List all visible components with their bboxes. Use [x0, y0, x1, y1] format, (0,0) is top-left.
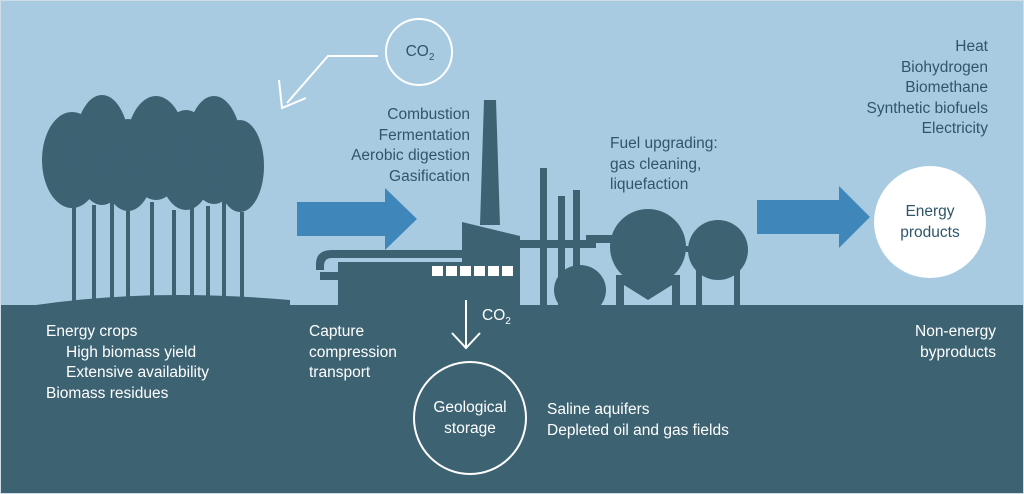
geological-storage-label: Geological storage — [420, 398, 520, 439]
output-item: Biomethane — [905, 79, 988, 96]
feedstock-sub-item: High biomass yield — [66, 343, 197, 361]
capture-step: transport — [309, 364, 371, 381]
co2-down-arrow-head — [451, 332, 481, 350]
fuel-upgrading: Fuel upgrading: gas cleaning, liquefacti… — [610, 134, 718, 196]
non-energy-byproducts: Non-energy byproducts — [860, 322, 996, 363]
capture-step: compression — [309, 343, 397, 361]
energy-outputs: Heat Biohydrogen Biomethane Synthetic bi… — [820, 37, 989, 140]
storage-site: Saline aquifers — [547, 401, 650, 418]
capture-steps: Capture compression transport — [309, 322, 397, 384]
output-item: Electricity — [921, 120, 988, 137]
ground-background — [0, 305, 1024, 494]
geological-storage-line: storage — [444, 419, 496, 437]
feedstock-list: Energy crops High biomass yield Extensiv… — [46, 322, 209, 404]
conversion-processes: Combustion Fermentation Aerobic digestio… — [300, 105, 470, 187]
co2-top-main: CO — [405, 43, 429, 60]
fuel-upgrading-line: gas cleaning, — [610, 155, 702, 173]
geological-storage-circle — [413, 361, 527, 475]
energy-products-line: products — [900, 223, 960, 241]
geological-storage-line: Geological — [433, 399, 507, 416]
energy-products-line: Energy — [905, 203, 955, 220]
process-item: Gasification — [389, 167, 470, 185]
byproducts-line: byproducts — [920, 343, 996, 361]
co2-return-arrow-head — [278, 79, 307, 110]
co2-down-label: CO2 — [482, 306, 511, 333]
process-item: Combustion — [387, 106, 470, 123]
feedstock-residues: Biomass residues — [46, 384, 169, 402]
co2-top-label: CO2 — [392, 42, 448, 69]
process-item: Aerobic digestion — [351, 147, 470, 164]
output-item: Biohydrogen — [900, 58, 988, 76]
energy-products-label: Energy products — [880, 202, 980, 243]
bioenergy-plant — [316, 100, 748, 315]
storage-site: Depleted oil and gas fields — [547, 421, 729, 439]
input-arrow — [297, 188, 417, 250]
output-item: Synthetic biofuels — [866, 99, 989, 117]
capture-step: Capture — [309, 323, 365, 340]
process-item: Fermentation — [378, 126, 470, 144]
byproducts-line: Non-energy — [915, 323, 996, 340]
feedstock-sub-item: Extensive availability — [66, 364, 210, 381]
output-arrow — [757, 186, 870, 248]
co2-down-sub: 2 — [505, 316, 511, 328]
co2-return-arrow — [286, 55, 378, 104]
output-item: Heat — [955, 38, 988, 55]
feedstock-heading: Energy crops — [46, 323, 138, 340]
plant-windows — [432, 266, 513, 276]
co2-top-sub: 2 — [428, 52, 435, 64]
energy-crop-trees — [36, 95, 290, 310]
fuel-upgrading-line: liquefaction — [610, 176, 689, 193]
fuel-upgrading-line: Fuel upgrading: — [610, 135, 718, 152]
co2-top-circle — [385, 18, 453, 86]
co2-down-main: CO — [482, 307, 506, 324]
storage-sites: Saline aquifers Depleted oil and gas fie… — [547, 400, 729, 441]
energy-products-circle — [874, 166, 986, 278]
